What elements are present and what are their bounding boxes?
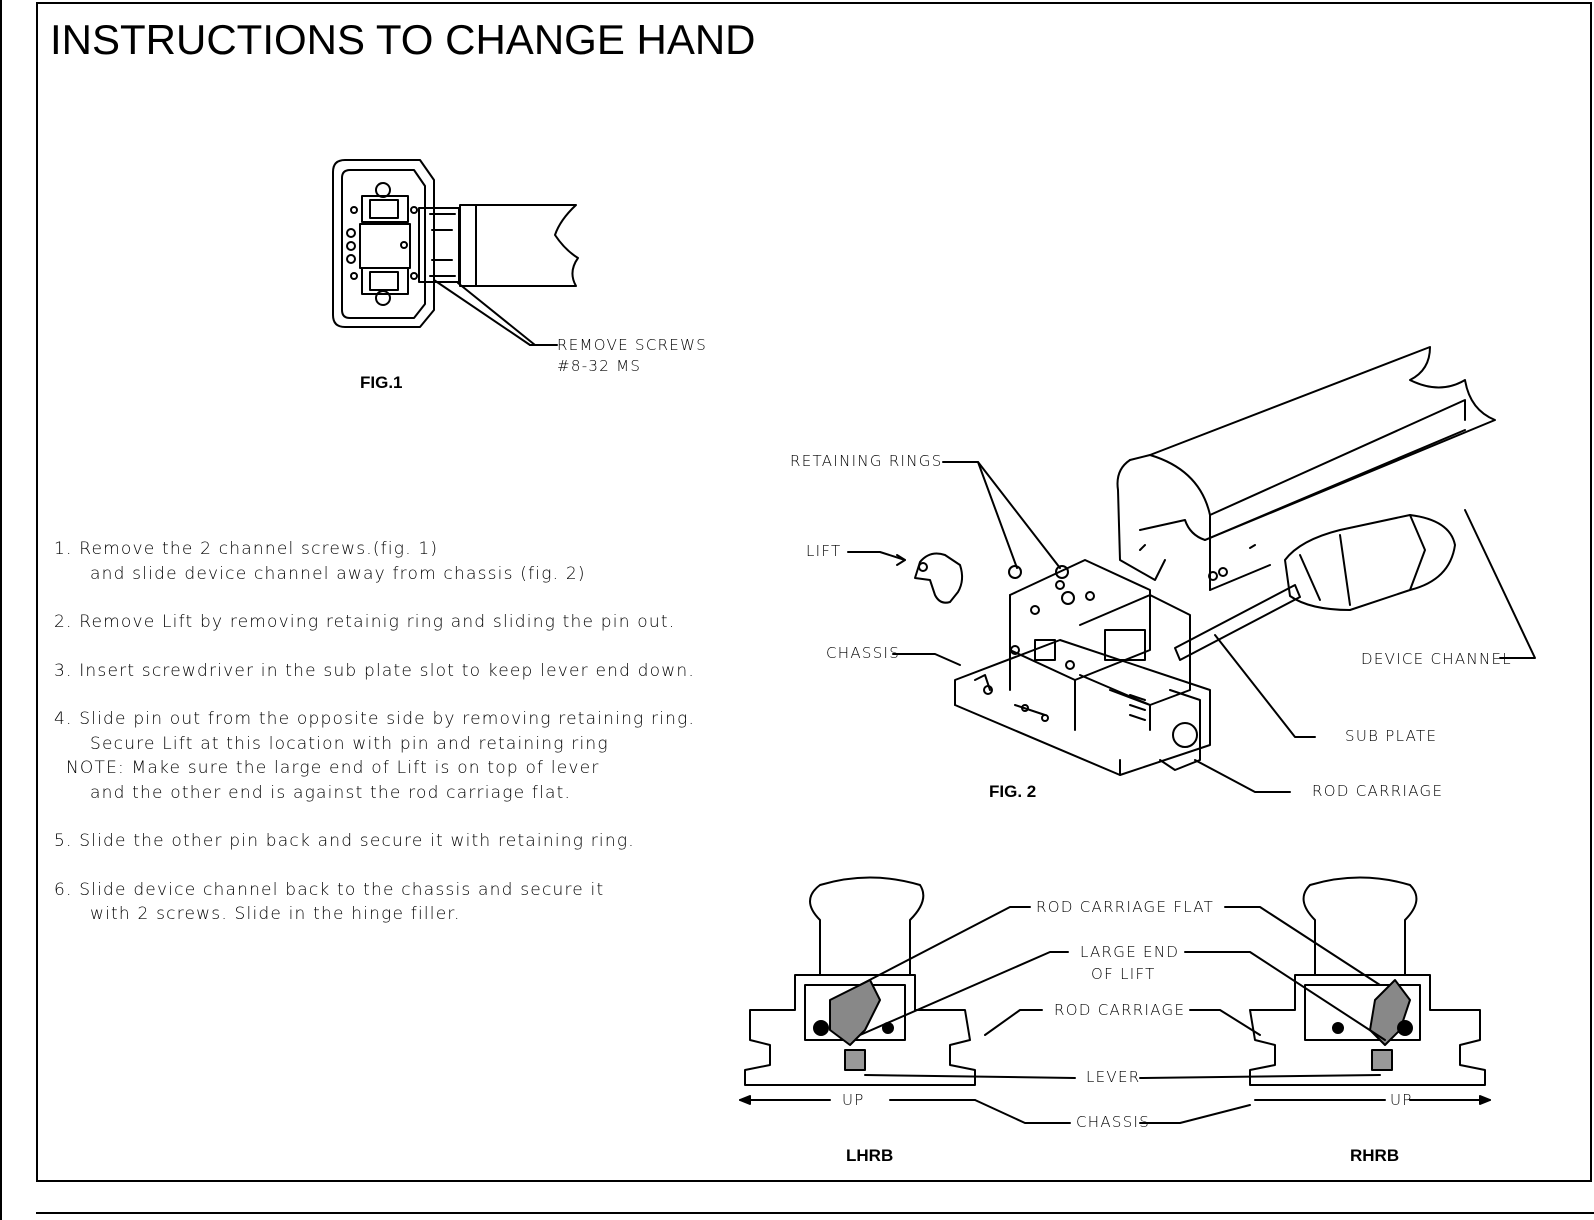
- step-2-line-1: 2. Remove Lift by removing retainig ring…: [54, 612, 676, 632]
- fig3-label-up-right: UP: [1390, 1091, 1413, 1109]
- fig3-label-of-lift: OF LIFT: [1091, 965, 1156, 983]
- fig2-label-lift: LIFT: [806, 542, 842, 560]
- step-3: 3. Insert screwdriver in the sub plate s…: [54, 659, 695, 684]
- drawing-frame: [36, 2, 1592, 1182]
- fig2-label-retaining-rings: RETAINING RINGS: [790, 452, 943, 470]
- fig1-callout-remove-screws: REMOVE SCREWS: [557, 336, 708, 354]
- step-4-note-line-1: NOTE: Make sure the large end of Lift is…: [66, 758, 600, 778]
- fig2-label-sub-plate: SUB PLATE: [1345, 727, 1438, 745]
- instruction-steps: 1. Remove the 2 channel screws.(fig. 1) …: [54, 537, 695, 951]
- fig2-drawing: [847, 346, 1536, 793]
- step-1: 1. Remove the 2 channel screws.(fig. 1) …: [54, 537, 695, 586]
- left-border: [0, 0, 2, 1220]
- fig3-label-lever: LEVER: [1086, 1068, 1141, 1086]
- fig3-label-rod-carriage: ROD CARRIAGE: [1054, 1001, 1186, 1019]
- step-6: 6. Slide device channel back to the chas…: [54, 878, 695, 927]
- step-3-line-1: 3. Insert screwdriver in the sub plate s…: [54, 660, 695, 681]
- fig1-drawing: [332, 159, 579, 346]
- page-title: INSTRUCTIONS TO CHANGE HAND: [50, 16, 756, 63]
- fig3-caption-lhrb: LHRB: [846, 1146, 894, 1165]
- fig2-label-chassis: CHASSIS: [826, 644, 901, 662]
- step-4: 4. Slide pin out from the opposite side …: [54, 707, 695, 805]
- fig1-caption: FIG.1: [360, 373, 403, 392]
- fig2-label-device-channel: DEVICE CHANNEL: [1361, 650, 1512, 668]
- fig3-label-chassis: CHASSIS: [1076, 1113, 1151, 1131]
- step-5: 5. Slide the other pin back and secure i…: [54, 829, 695, 854]
- step-5-line-1: 5. Slide the other pin back and secure i…: [54, 831, 635, 851]
- fig3-label-up-left: UP: [842, 1091, 865, 1109]
- step-4-line-2: Secure Lift at this location with pin an…: [90, 733, 609, 754]
- fig3-label-large-end: LARGE END: [1080, 943, 1180, 961]
- fig2-label-rod-carriage: ROD CARRIAGE: [1312, 782, 1444, 800]
- fig3-label-rod-carriage-flat: ROD CARRIAGE FLAT: [1036, 898, 1215, 916]
- bottom-border: [36, 1212, 1594, 1214]
- fig3-caption-rhrb: RHRB: [1350, 1146, 1400, 1165]
- step-2: 2. Remove Lift by removing retainig ring…: [54, 610, 695, 635]
- step-4-note-line-2: and the other end is against the rod car…: [90, 782, 572, 803]
- step-4-line-1: 4. Slide pin out from the opposite side …: [54, 709, 696, 729]
- fig3-drawing: [739, 876, 1491, 1124]
- fig1-callout-screw-size: #8-32 MS: [557, 357, 642, 375]
- step-6-line-1: 6. Slide device channel back to the chas…: [54, 879, 605, 900]
- fig2-caption: FIG. 2: [989, 782, 1037, 801]
- step-1-line-2: and slide device channel away from chass…: [90, 563, 586, 584]
- step-1-line-1: 1. Remove the 2 channel screws.(fig. 1): [54, 539, 439, 559]
- step-6-line-2: with 2 screws. Slide in the hinge filler…: [90, 904, 461, 924]
